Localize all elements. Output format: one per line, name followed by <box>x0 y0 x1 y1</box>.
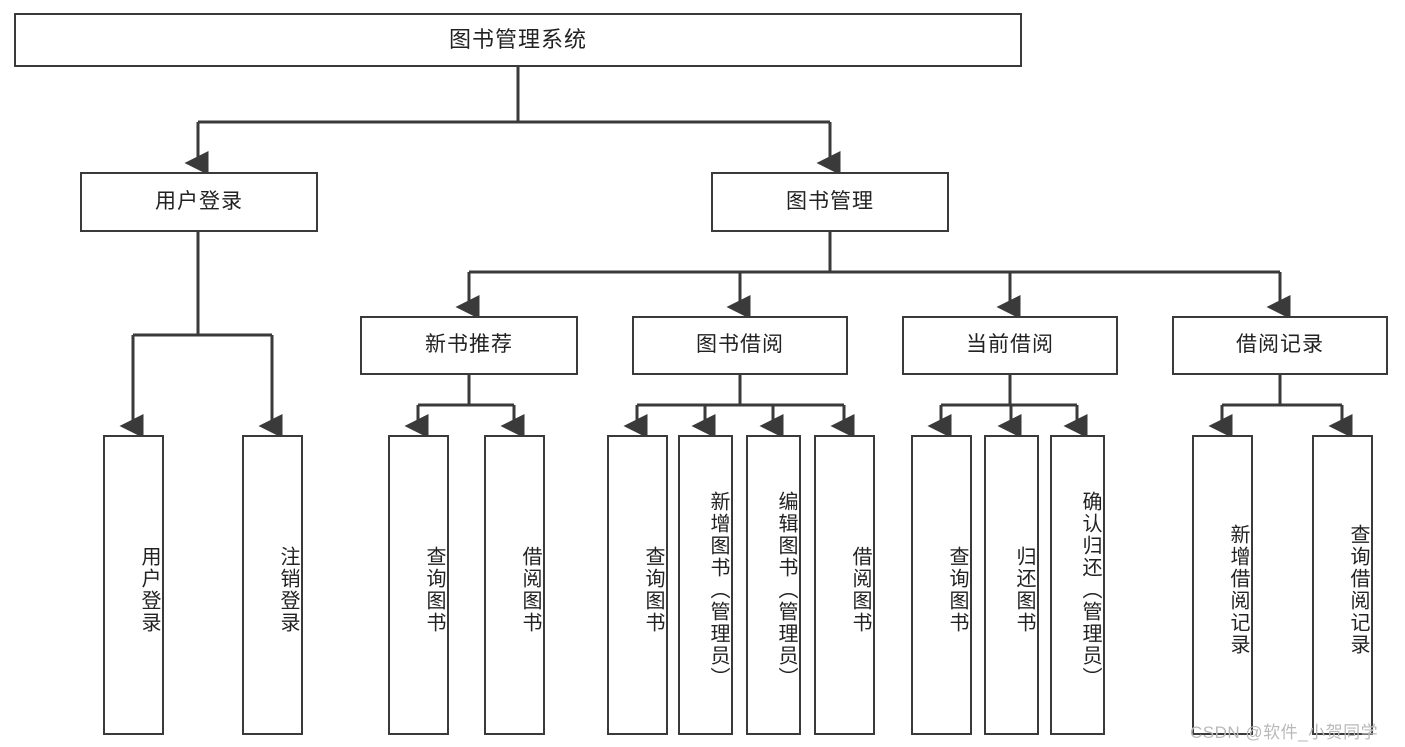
leaf-add-book-admin[interactable]: 新增图书（管理员） <box>678 435 733 735</box>
node-root[interactable]: 图书管理系统 <box>14 13 1022 67</box>
node-borrow-record[interactable]: 借阅记录 <box>1172 316 1388 375</box>
leaf-add-borrow-record[interactable]: 新增借阅记录 <box>1192 435 1253 735</box>
leaf-confirm-return-admin[interactable]: 确认归还（管理员） <box>1050 435 1105 735</box>
node-book-borrow[interactable]: 图书借阅 <box>632 316 848 375</box>
csdn-watermark: CSDN @软件_小贺同学 <box>1190 723 1379 742</box>
node-new-book-recommend[interactable]: 新书推荐 <box>360 316 578 375</box>
node-book-management[interactable]: 图书管理 <box>711 172 949 232</box>
leaf-query-borrow-record[interactable]: 查询借阅记录 <box>1312 435 1373 735</box>
node-user-login[interactable]: 用户登录 <box>80 172 318 232</box>
leaf-user-login[interactable]: 用户登录 <box>103 435 164 735</box>
leaf-query-book-new[interactable]: 查询图书 <box>388 435 449 735</box>
leaf-query-book-current[interactable]: 查询图书 <box>911 435 972 735</box>
leaf-return-book[interactable]: 归还图书 <box>984 435 1039 735</box>
leaf-edit-book-admin[interactable]: 编辑图书（管理员） <box>746 435 801 735</box>
node-current-borrow[interactable]: 当前借阅 <box>902 316 1118 375</box>
leaf-borrow-book[interactable]: 借阅图书 <box>814 435 875 735</box>
leaf-query-book-borrow[interactable]: 查询图书 <box>607 435 668 735</box>
leaf-logout[interactable]: 注销登录 <box>242 435 303 735</box>
leaf-borrow-book-new[interactable]: 借阅图书 <box>484 435 545 735</box>
